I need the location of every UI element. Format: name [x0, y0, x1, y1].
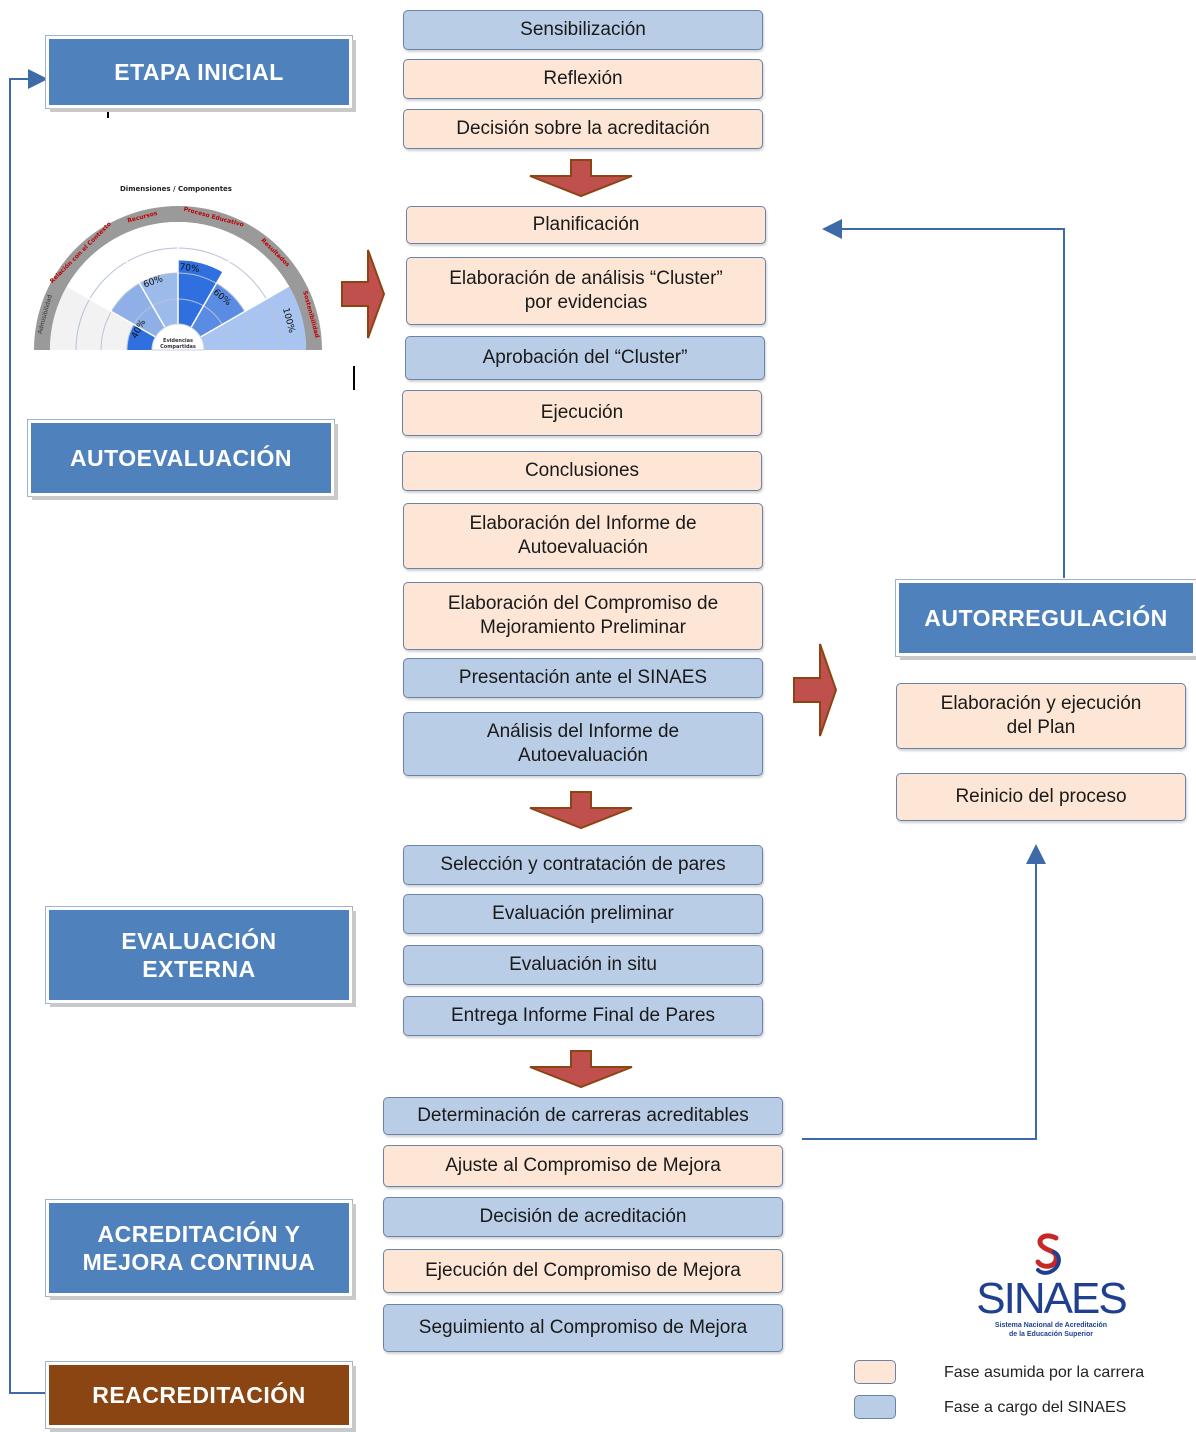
determinacion-to-reinicio-line — [802, 844, 1046, 1140]
step-reflexion: Reflexión — [403, 59, 763, 99]
legend-label-sinaes: Fase a cargo del SINAES — [944, 1399, 1127, 1416]
step-reinicio-proceso: Reinicio del proceso — [896, 773, 1186, 821]
stage-acreditacion: ACREDITACIÓN Y MEJORA CONTINUA — [46, 1200, 352, 1296]
step-compromiso-preliminar: Elaboración del Compromiso de Mejoramien… — [403, 582, 763, 650]
sinaes-logo-subtitle-2: de la Educación Superior — [1008, 1331, 1094, 1338]
sinaes-swirl-icon — [1035, 1233, 1061, 1275]
sinaes-logo-subtitle-1: Sistema Nacional de Acreditación — [994, 1322, 1108, 1329]
step-planificacion: Planificación — [406, 206, 766, 244]
down-arrow-1 — [529, 159, 633, 198]
sinaes-logo-name: SINAES — [976, 1274, 1127, 1323]
step-seleccion-pares: Selección y contratación de pares — [403, 845, 763, 885]
step-analisis-cluster: Elaboración de análisis “Cluster” por ev… — [406, 257, 766, 325]
down-arrow-3 — [529, 1050, 633, 1089]
stage-autoevaluacion: AUTOEVALUACIÓN — [28, 420, 334, 496]
step-decision-acreditacion-inicial: Decisión sobre la acreditación — [403, 109, 763, 149]
right-arrow-2 — [793, 643, 838, 737]
reaccreditation-loop-line — [9, 69, 48, 1394]
step-analisis-informe: Análisis del Informe de Autoevaluación — [403, 712, 763, 776]
step-conclusiones: Conclusiones — [402, 451, 762, 491]
radar-pct-70: 70% — [179, 262, 201, 275]
stage-autorregulacion: AUTORREGULACIÓN — [896, 580, 1196, 656]
step-sensibilizacion: Sensibilización — [403, 10, 763, 50]
step-ejecucion: Ejecución — [402, 390, 762, 436]
stage-evaluacion-externa: EVALUACIÓN EXTERNA — [46, 907, 352, 1003]
step-evaluacion-preliminar: Evaluación preliminar — [403, 894, 763, 934]
right-arrow-1 — [341, 249, 386, 339]
legend-swatch-sinaes — [854, 1395, 896, 1419]
step-seguimiento-compromiso: Seguimiento al Compromiso de Mejora — [383, 1304, 783, 1352]
dimensions-radar-graphic: Dimensiones / Componentes — [34, 185, 322, 351]
autorregulacion-to-planificacion-line — [822, 219, 1065, 578]
step-determinacion-carreras: Determinación de carreras acreditables — [383, 1097, 783, 1135]
step-presentacion-sinaes: Presentación ante el SINAES — [403, 658, 763, 698]
radar-title: Dimensiones / Componentes — [120, 185, 232, 193]
sinaes-logo: SINAES Sistema Nacional de Acreditación … — [976, 1232, 1128, 1342]
step-elaboracion-plan: Elaboración y ejecución del Plan — [896, 683, 1186, 749]
step-entrega-informe: Entrega Informe Final de Pares — [403, 996, 763, 1036]
stage-etapa-inicial: ETAPA INICIAL — [46, 36, 352, 108]
down-arrow-2 — [529, 791, 633, 830]
step-decision-acreditacion: Decisión de acreditación — [383, 1197, 783, 1237]
step-ejecucion-compromiso: Ejecución del Compromiso de Mejora — [383, 1249, 783, 1293]
step-evaluacion-in-situ: Evaluación in situ — [403, 945, 763, 985]
step-aprobacion-cluster: Aprobación del “Cluster” — [405, 336, 765, 380]
step-informe-autoevaluacion: Elaboración del Informe de Autoevaluació… — [403, 503, 763, 569]
stage-reacreditacion: REACREDITACIÓN — [46, 1362, 352, 1428]
legend-label-carrera: Fase asumida por la carrera — [944, 1364, 1145, 1381]
step-ajuste-compromiso: Ajuste al Compromiso de Mejora — [383, 1145, 783, 1187]
legend-swatch-carrera — [854, 1360, 896, 1384]
